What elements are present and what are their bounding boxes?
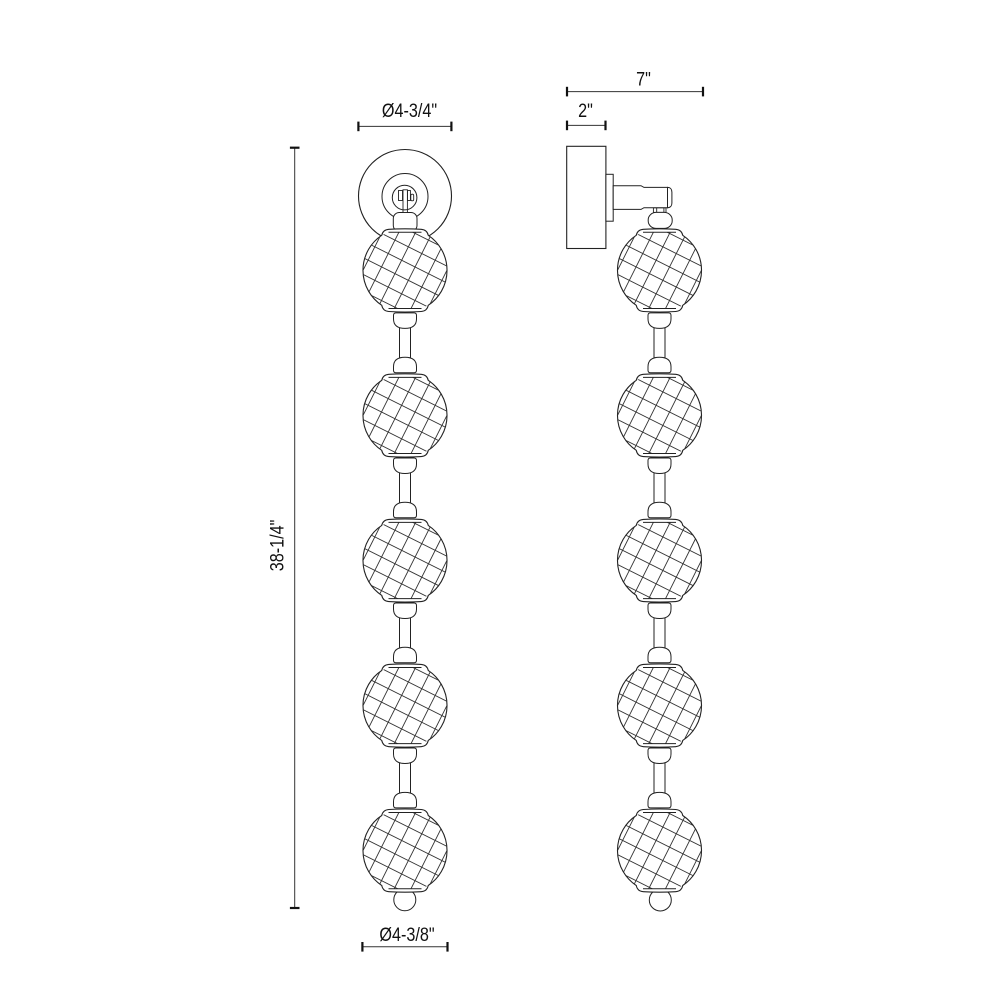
svg-text:38-1/4": 38-1/4" xyxy=(266,520,288,572)
svg-text:Ø4-3/8": Ø4-3/8" xyxy=(379,924,434,946)
svg-text:2": 2" xyxy=(578,100,593,122)
svg-text:Ø4-3/4": Ø4-3/4" xyxy=(382,99,437,121)
svg-text:7": 7" xyxy=(636,68,651,90)
